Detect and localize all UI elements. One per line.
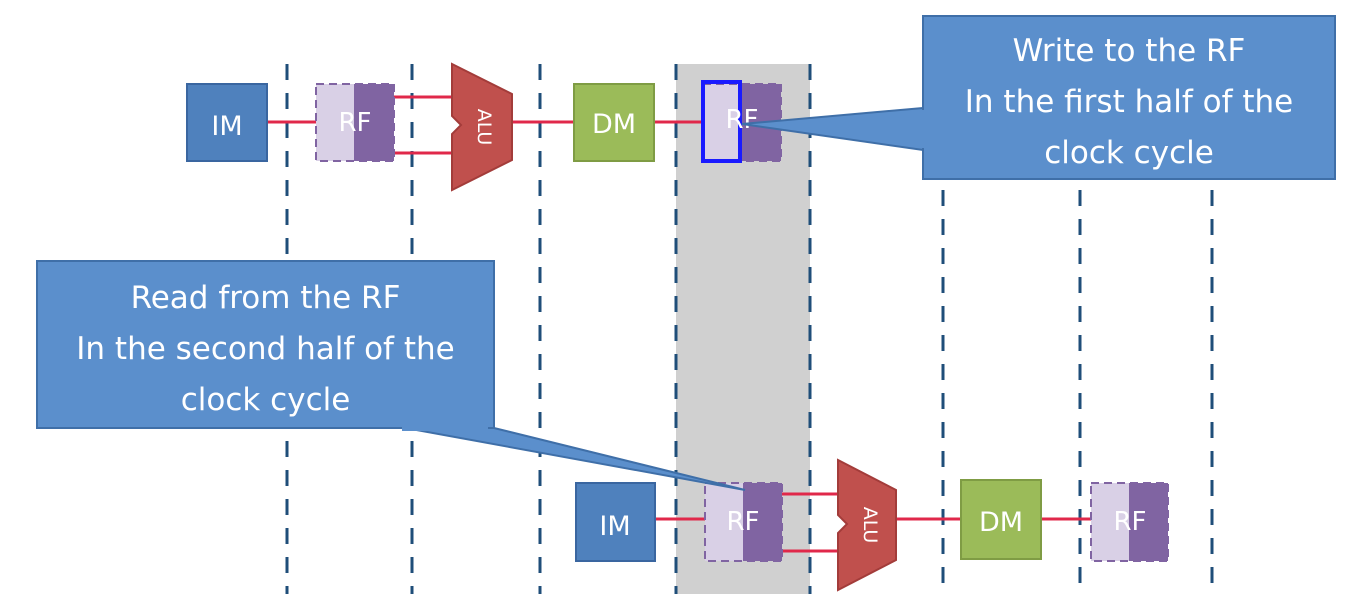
rf-right-half: [743, 483, 782, 561]
write-callout-box: [922, 15, 1336, 180]
rf-right-half: [1129, 483, 1168, 561]
im-block: IM: [186, 83, 268, 162]
write-callout-seam: [918, 110, 926, 148]
im-block: IM: [575, 482, 656, 562]
read-callout-line-3: clock cycle: [180, 382, 351, 418]
alu-block: ALU: [451, 62, 513, 192]
alu-shape: [837, 458, 897, 592]
im-label: IM: [211, 111, 242, 142]
rf-label: RF: [1113, 507, 1146, 537]
read-callout-text: Read from the RF In the second half of t…: [37, 273, 494, 426]
rf-left-half: [1091, 483, 1129, 561]
rf-left-half: [703, 84, 740, 161]
dm-label: DM: [979, 507, 1023, 538]
read-callout-seam: [402, 422, 488, 431]
read-callout-box: [36, 260, 495, 429]
write-callout-text: Write to the RF In the first half of the…: [923, 26, 1335, 179]
write-callout-line-1: Write to the RF: [1012, 33, 1246, 69]
write-callout: [741, 15, 1336, 180]
wires: [655, 492, 1091, 553]
dm-label: DM: [592, 109, 636, 140]
read-callout-line-2: In the second half of the: [76, 331, 455, 367]
rf-left-half: [705, 483, 743, 561]
read-callout-line-1: Read from the RF: [130, 280, 401, 316]
rf-label: RF: [725, 105, 758, 135]
write-callout-line-3: clock cycle: [1044, 135, 1214, 171]
dm-block: DM: [573, 83, 655, 162]
rf-block: RF: [315, 83, 395, 162]
im-box: [575, 482, 656, 562]
im-label: IM: [599, 511, 630, 542]
alu-label: ALU: [859, 507, 881, 544]
dm-block: DM: [960, 479, 1042, 560]
im-box: [186, 83, 268, 162]
alu-label: ALU: [473, 109, 495, 146]
rf-label: RF: [338, 108, 371, 138]
write-callout-line-2: In the first half of the: [964, 84, 1294, 120]
rf-label: RF: [726, 507, 759, 537]
alu-block: ALU: [837, 458, 897, 592]
pipeline-row-2: IM RF ALU DM RF: [575, 458, 1169, 592]
rf-left-half: [316, 84, 354, 161]
wires: [268, 95, 703, 155]
rf-outline: [315, 83, 395, 162]
rf-block: RF: [704, 482, 783, 562]
alu-shape: [451, 62, 513, 192]
dm-box: [573, 83, 655, 162]
write-half-highlight: [701, 80, 742, 163]
read-callout: [36, 260, 746, 491]
rf-writeback-block: RF: [1090, 482, 1169, 562]
rf-right-half: [354, 84, 394, 161]
dm-box: [960, 479, 1042, 560]
